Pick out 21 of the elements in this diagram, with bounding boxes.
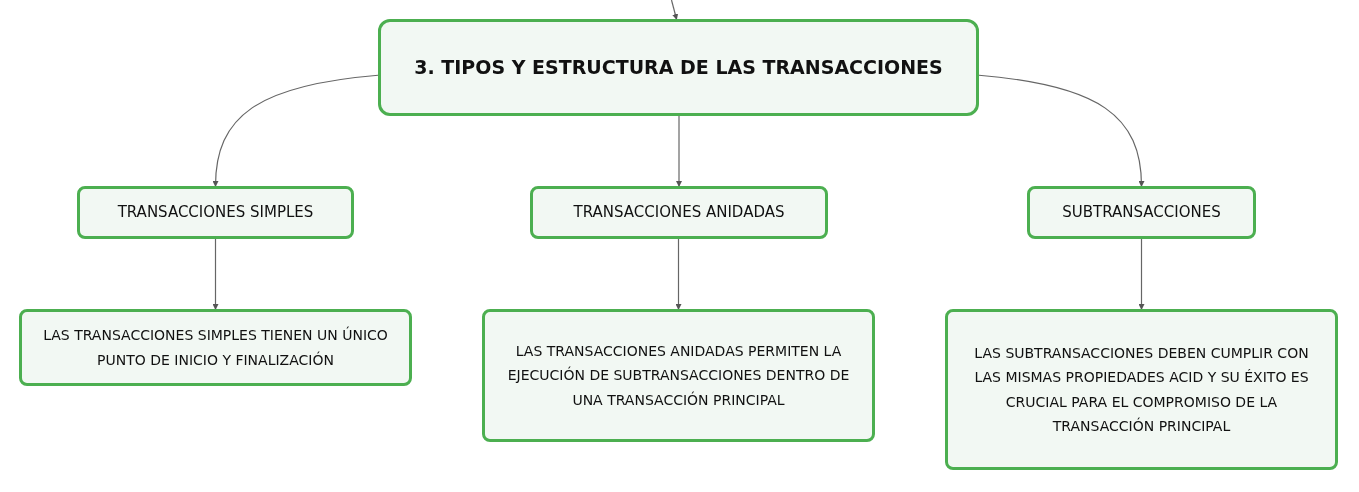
node-text: LAS SUBTRANSACCIONES DEBEN CUMPLIR CON LAS MISMAS PROPIEDADES ACID Y SU ÉXITO ES CRUCIAL PARA EL COMPROMISO DE LA TRANSACCIÓN PRINCIPAL — [973, 343, 1310, 436]
arrow — [978, 74, 1145, 187]
node-text: LAS TRANSACCIONES SIMPLES TIENEN UN ÚNICO PUNTO DE INICIO Y FINALIZACIÓN — [42, 325, 389, 370]
node-text: 3. TIPOS Y ESTRUCTURA DE LAS TRANSACCIONES — [414, 55, 943, 80]
node-text: TRANSACCIONES SIMPLES — [117, 202, 314, 223]
concept-box — [19, 309, 412, 386]
concept-box — [77, 186, 354, 239]
topic-box — [378, 19, 979, 116]
node-text: LAS TRANSACCIONES ANIDADAS PERMITEN LA EJECUCIÓN DE SUBTRANSACCIONES DENTRO DE UNA TRANSACCIÓN PRINCIPAL — [506, 341, 851, 410]
node-text: SUBTRANSACCIONES — [1062, 202, 1221, 223]
concept-box — [530, 186, 828, 239]
arrow — [676, 115, 682, 187]
concept-box — [945, 309, 1338, 470]
arrow — [212, 74, 379, 187]
node-text: TRANSACCIONES ANIDADAS — [573, 202, 785, 223]
arrow — [1138, 238, 1145, 310]
arrow — [212, 238, 219, 310]
arrow — [675, 238, 682, 310]
arrow — [670, 0, 679, 20]
concept-box — [1027, 186, 1256, 239]
concept-box — [482, 309, 875, 442]
